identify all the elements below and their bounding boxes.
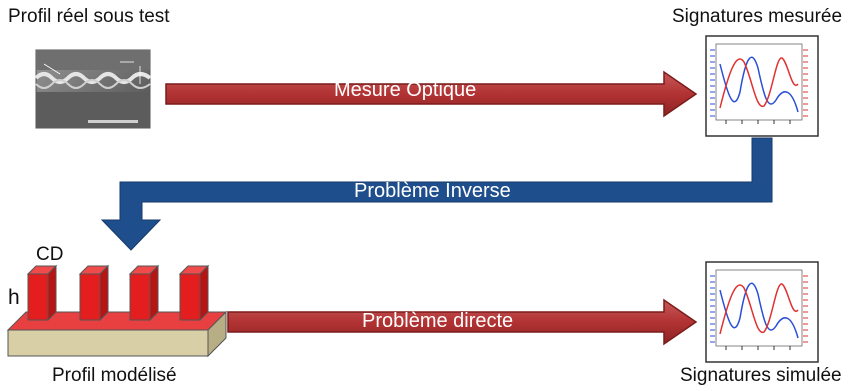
substrate-side (207, 310, 227, 358)
arrow-label-probleme-directe: Problème directe (362, 310, 514, 332)
signature-plot-simulated (705, 261, 819, 363)
label-measured-signatures: Signatures mesurée (672, 6, 843, 27)
label-real-profile: Profil réel sous test (8, 6, 170, 27)
label-simulated-signatures: Signatures simulée (680, 365, 842, 386)
arrow-mesure-optique (165, 70, 698, 118)
curve-blue (719, 56, 799, 113)
curve-red (719, 57, 799, 109)
arrow-probleme-inverse (100, 137, 773, 251)
arrow-label-mesure-optique: Mesure Optique (334, 79, 477, 101)
label-cd: CD (36, 244, 64, 265)
pillar-3 (128, 264, 160, 322)
modeled-profile (6, 264, 228, 358)
curve-red (719, 283, 799, 335)
signature-plot-measured (705, 35, 819, 137)
pillar-1 (26, 264, 58, 322)
label-modeled-profile: Profil modélisé (52, 365, 177, 386)
pillar-4 (178, 264, 210, 322)
sem-image (34, 49, 152, 129)
label-h: h (8, 286, 20, 309)
pillar-2 (78, 264, 110, 322)
arrow-label-probleme-inverse: Problème Inverse (354, 180, 511, 202)
substrate-front (7, 329, 209, 357)
arrow-probleme-directe (227, 298, 698, 346)
curve-blue (719, 282, 799, 339)
